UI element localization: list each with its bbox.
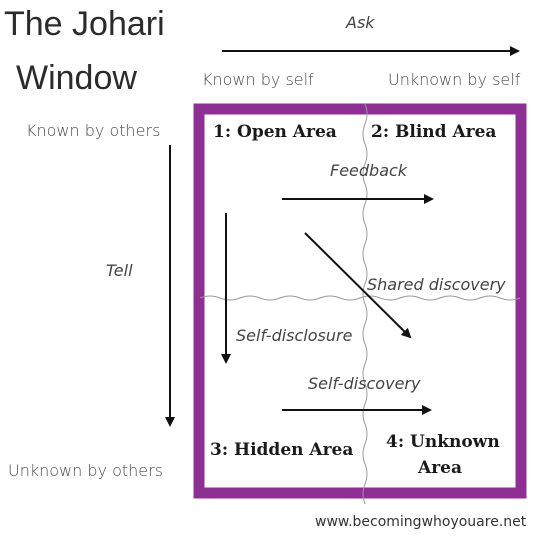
self-discovery-label: Self-discovery — [308, 374, 421, 393]
blind-area-label: 2: Blind Area — [371, 122, 497, 142]
title-line-1: The Johari — [4, 5, 165, 43]
horizontal-divider — [199, 295, 521, 301]
window-frame — [193, 103, 527, 499]
unknown-area-label-line-2: Area — [418, 458, 462, 478]
vertical-divider — [362, 103, 368, 505]
feedback-label: Feedback — [330, 161, 408, 180]
shared-discovery-arrow — [304, 232, 412, 339]
open-area-label: 1: Open Area — [213, 122, 337, 142]
known-by-others-label: Known by others — [26, 121, 161, 140]
ask-label: Ask — [346, 13, 375, 32]
shared-discovery-label: Shared discovery — [367, 275, 506, 294]
known-by-self-label: Known by self — [202, 70, 314, 89]
unknown-by-self-label: Unknown by self — [388, 70, 521, 89]
unknown-by-others-label: Unknown by others — [8, 461, 164, 480]
unknown-area-label-line-1: 4: Unknown — [386, 432, 500, 452]
self-disclosure-label: Self-disclosure — [236, 326, 353, 345]
hidden-area-label: 3: Hidden Area — [210, 440, 354, 460]
tell-label: Tell — [106, 261, 133, 280]
title-line-2: Window — [16, 59, 137, 97]
website-url: www.becomingwhoyouare.net — [315, 514, 527, 530]
